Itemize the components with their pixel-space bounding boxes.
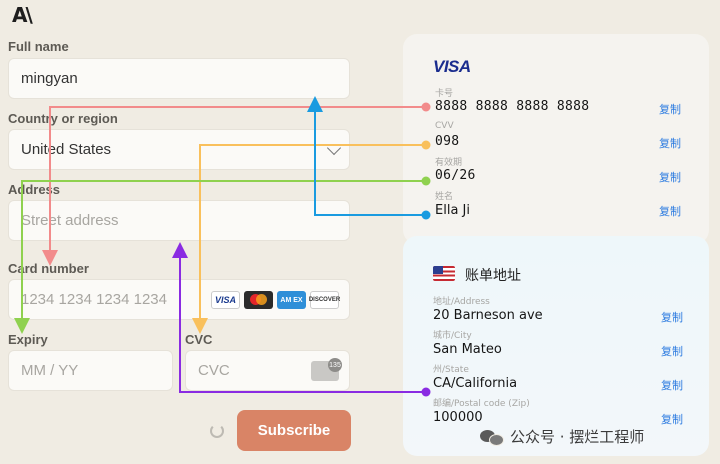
copy-cvv-button[interactable]: 复制 [659, 137, 681, 150]
full-name-arrow [307, 96, 426, 216]
copy-card-number-button[interactable]: 复制 [659, 103, 681, 116]
billing-state-label: 州/State [433, 365, 469, 375]
address-input[interactable]: Street address [8, 200, 350, 241]
expiry-label: Expiry [8, 332, 48, 347]
copy-expiry-button[interactable]: 复制 [659, 171, 681, 184]
cvc-card-icon: 135 [311, 358, 342, 381]
visa-icon: VISA [211, 291, 240, 309]
name-info-value: Ella Ji [435, 203, 470, 218]
address-arrow [172, 242, 426, 393]
amex-icon: AM EX [277, 291, 306, 309]
cvc-label: CVC [185, 332, 213, 347]
card-info-panel [403, 34, 709, 244]
cvv-arrow [192, 144, 426, 334]
cvv-info-label: CVV [435, 121, 454, 131]
country-value: United States [21, 141, 112, 158]
wechat-icon [480, 428, 504, 446]
billing-address-label: 地址/Address [433, 297, 490, 307]
card-number-arrow-dot [421, 102, 431, 112]
cvv-info-value: 098 [435, 134, 460, 149]
billing-title: 账单地址 [465, 268, 521, 284]
watermark-text: 公众号 · 摆烂工程师 [510, 428, 645, 446]
billing-city-value: San Mateo [433, 342, 502, 357]
copy-name-button[interactable]: 复制 [659, 205, 681, 218]
card-number-placeholder: 1234 1234 1234 1234 [21, 291, 167, 308]
watermark: 公众号 · 摆烂工程师 [480, 426, 644, 447]
card-number-info-value: 8888 8888 8888 8888 [435, 99, 590, 114]
billing-city-label: 城市/City [433, 331, 472, 341]
expiry-placeholder: MM / YY [21, 362, 79, 379]
visa-logo: VISA [433, 57, 471, 76]
card-number-arrow [42, 106, 426, 266]
card-number-info-label: 卡号 [435, 89, 454, 99]
expiry-arrow-dot [421, 176, 431, 186]
copy-zip-button[interactable]: 复制 [661, 413, 683, 426]
cvc-badge: 135 [328, 358, 342, 372]
cvv-arrow-dot [421, 140, 431, 150]
copy-city-button[interactable]: 复制 [661, 345, 683, 358]
copy-state-button[interactable]: 复制 [661, 379, 683, 392]
country-label: Country or region [8, 111, 118, 126]
expiry-input[interactable]: MM / YY [8, 350, 173, 391]
anthropic-logo: A\ [12, 3, 33, 27]
cvc-input[interactable]: CVC 135 [185, 350, 350, 391]
cvc-placeholder: CVC [198, 362, 230, 379]
billing-zip-value: 100000 [433, 410, 483, 425]
us-flag-icon [433, 266, 455, 281]
address-placeholder: Street address [21, 212, 119, 229]
billing-zip-label: 邮编/Postal code (Zip) [433, 399, 530, 409]
billing-address-value: 20 Barneson ave [433, 308, 543, 323]
full-name-arrow-dot [421, 210, 431, 220]
discover-icon: DISCOVER [309, 291, 340, 309]
expiry-arrow [14, 180, 426, 334]
expiry-info-label: 有效期 [435, 158, 463, 168]
expiry-info-value: 06/26 [435, 168, 476, 183]
name-info-label: 姓名 [435, 192, 454, 202]
card-brand-logos: VISA AM EX DISCOVER [211, 291, 340, 309]
mastercard-icon [244, 291, 273, 309]
full-name-input[interactable]: mingyan [8, 58, 350, 99]
full-name-value: mingyan [21, 70, 78, 87]
address-arrow-dot [421, 387, 431, 397]
billing-state-value: CA/California [433, 376, 518, 391]
card-number-label: Card number [8, 261, 89, 276]
full-name-label: Full name [8, 39, 69, 54]
subscribe-button[interactable]: Subscribe [237, 410, 351, 451]
loading-spinner-icon [210, 424, 224, 438]
copy-address-button[interactable]: 复制 [661, 311, 683, 324]
country-select[interactable]: United States [8, 129, 350, 170]
